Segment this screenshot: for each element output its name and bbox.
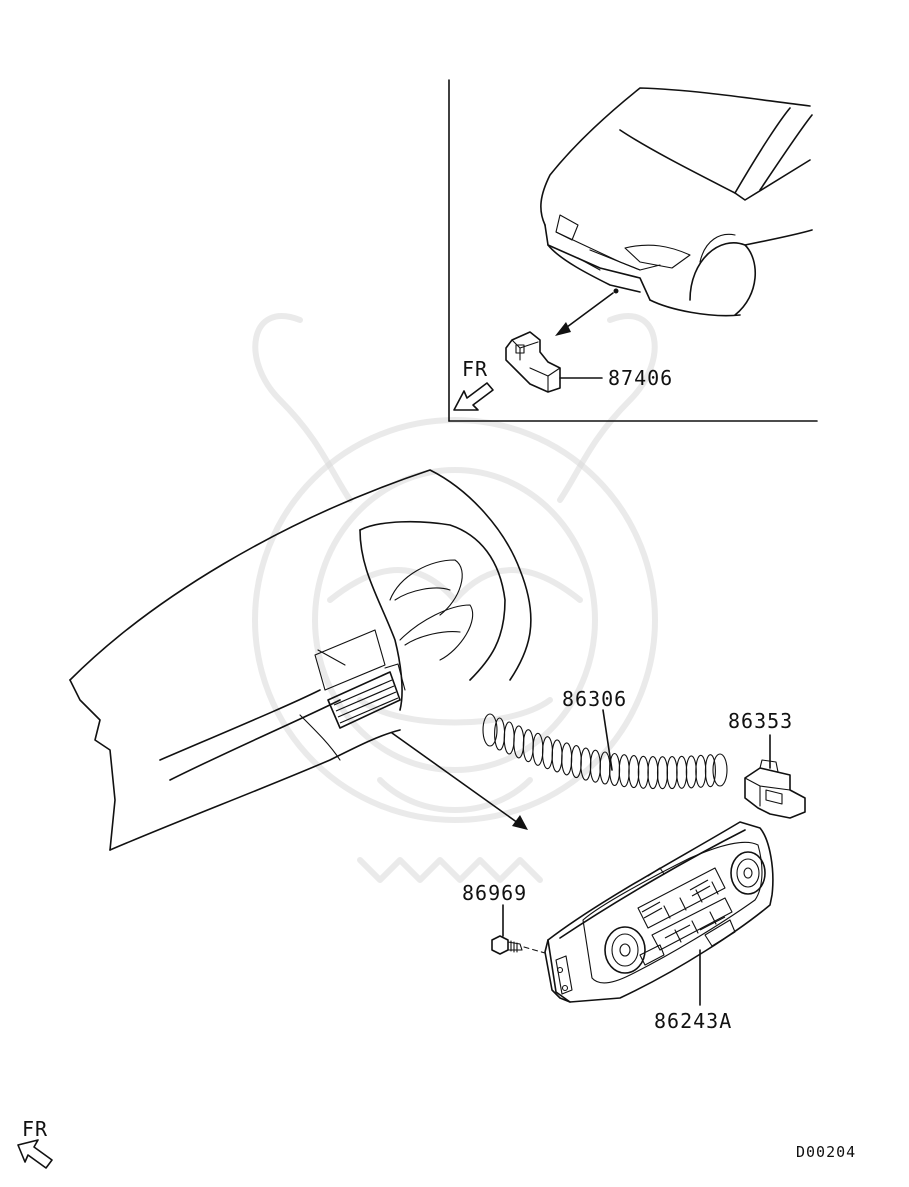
hose-ring: [628, 755, 640, 789]
hose-ring: [704, 754, 716, 788]
right-knob-icon: [730, 851, 766, 895]
hose-ring: [676, 755, 688, 789]
inset-fr-arrow-icon: [453, 382, 494, 411]
aspirator-hose-part: [482, 713, 728, 790]
hose-ring: [685, 755, 697, 789]
hose-ring: [482, 713, 498, 747]
callout-86969: 86969: [462, 881, 527, 937]
callout-label-86306: 86306: [562, 687, 627, 711]
hose-ring: [494, 717, 506, 751]
inset-fr-label: FR: [462, 357, 488, 381]
hose-ring: [695, 754, 707, 788]
hose-ring: [618, 754, 630, 788]
hose-ring: [599, 751, 611, 785]
hose-ring: [647, 756, 659, 790]
callout-87406: 87406: [559, 366, 673, 390]
hose-ring: [637, 755, 649, 789]
ambient-sensor-part: [505, 331, 561, 393]
watermark-emblem: [252, 313, 658, 883]
hose-ring: [712, 753, 728, 787]
climate-control-panel-part: [544, 821, 774, 1003]
callout-label-86243A: 86243A: [654, 1009, 732, 1033]
inset-front-direction-indicator: FR: [453, 357, 494, 411]
main-fr-arrow-icon: [17, 1139, 53, 1169]
hose-ring: [666, 756, 678, 790]
panel-buttons: [637, 867, 736, 966]
main-front-direction-indicator: FR: [17, 1117, 53, 1169]
callout-86243A: 86243A: [654, 949, 732, 1033]
hose-ring: [551, 739, 563, 773]
main-pointer-arrow: [391, 732, 528, 830]
main-fr-label: FR: [22, 1117, 48, 1141]
hose-ring: [503, 721, 515, 755]
callout-label-86969: 86969: [462, 881, 527, 905]
hose-ring: [580, 747, 592, 781]
callout-86353: 86353: [728, 709, 793, 769]
screw-part: [491, 935, 546, 955]
callout-86306: 86306: [562, 687, 627, 771]
inset-frame: [448, 79, 818, 422]
hose-ring: [609, 752, 621, 787]
callout-label-87406: 87406: [608, 366, 673, 390]
callout-label-86353: 86353: [728, 709, 793, 733]
car-front-illustration: [540, 87, 813, 317]
inset-pointer-arrow: [555, 292, 614, 336]
hose-ring: [561, 742, 573, 776]
dashboard-illustration: [69, 469, 532, 851]
hose-ring: [570, 745, 582, 779]
hose-ring: [541, 736, 554, 770]
left-knob-icon: [604, 926, 646, 974]
hose-ring: [656, 756, 669, 790]
connector-part: [744, 759, 806, 819]
diagram-code: D00204: [796, 1143, 856, 1161]
